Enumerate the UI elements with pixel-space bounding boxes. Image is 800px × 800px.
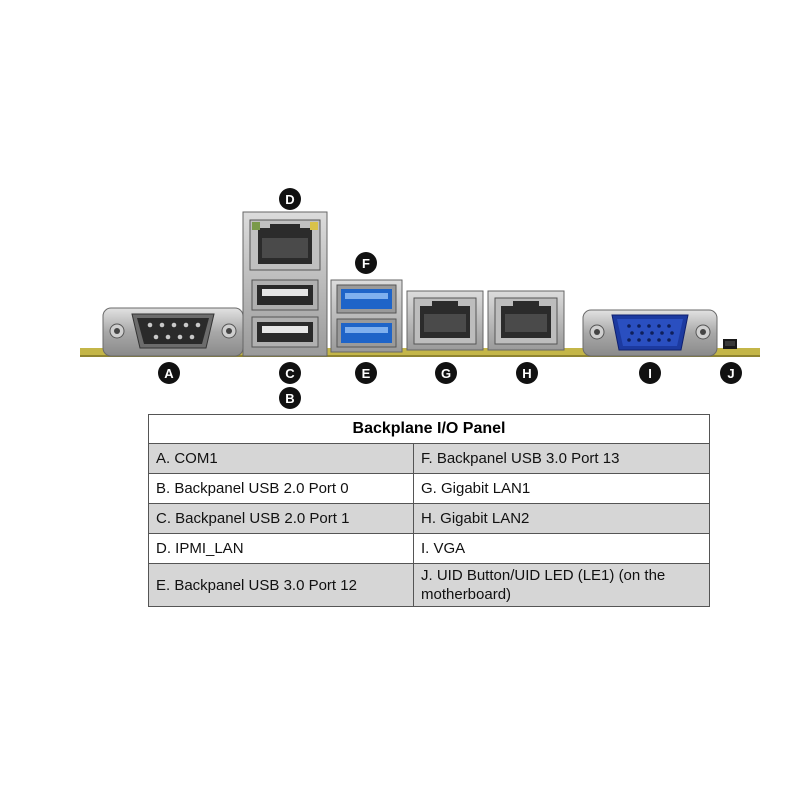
callout-badge-d: D	[279, 188, 301, 210]
legend-cell-b: B. Backpanel USB 2.0 Port 0	[148, 473, 414, 504]
legend-cell-d: D. IPMI_LAN	[148, 533, 414, 564]
callout-label-i: I	[648, 366, 652, 381]
callout-badge-f: F	[355, 252, 377, 274]
legend-row: D. IPMI_LAN I. VGA	[148, 533, 710, 564]
usb3-stack	[330, 279, 403, 353]
com1-port	[102, 307, 244, 357]
callout-badge-b: B	[279, 387, 301, 409]
uid-button	[723, 339, 737, 349]
legend-row: C. Backpanel USB 2.0 Port 1 H. Gigabit L…	[148, 503, 710, 534]
callout-label-b: B	[285, 391, 294, 406]
callout-badge-h: H	[516, 362, 538, 384]
callout-label-h: H	[522, 366, 531, 381]
legend-cell-h: H. Gigabit LAN2	[413, 503, 710, 534]
lan1-port	[406, 290, 484, 351]
legend-cell-f: F. Backpanel USB 3.0 Port 13	[413, 443, 710, 474]
legend-cell-c: C. Backpanel USB 2.0 Port 1	[148, 503, 414, 534]
callout-label-f: F	[362, 256, 370, 271]
io-panel-legend-table: Backplane I/O Panel A. COM1 F. Backpanel…	[148, 414, 710, 607]
lan2-port	[487, 290, 565, 351]
callout-label-e: E	[362, 366, 371, 381]
callout-badge-e: E	[355, 362, 377, 384]
callout-badge-g: G	[435, 362, 457, 384]
legend-cell-a: A. COM1	[148, 443, 414, 474]
callout-badge-a: A	[158, 362, 180, 384]
legend-row: E. Backpanel USB 3.0 Port 12 J. UID Butt…	[148, 563, 710, 607]
legend-cell-j: J. UID Button/UID LED (LE1) (on the moth…	[413, 563, 710, 607]
legend-cell-e: E. Backpanel USB 3.0 Port 12	[148, 563, 414, 607]
callout-label-g: G	[441, 366, 451, 381]
legend-row: B. Backpanel USB 2.0 Port 0 G. Gigabit L…	[148, 473, 710, 504]
motherboard-edge	[80, 348, 760, 357]
callout-label-d: D	[285, 192, 294, 207]
callout-label-c: C	[285, 366, 295, 381]
callout-label-j: J	[727, 366, 734, 381]
legend-cell-g: G. Gigabit LAN1	[413, 473, 710, 504]
motherboard-edge-shadow	[80, 355, 760, 357]
callout-label-a: A	[164, 366, 174, 381]
legend-cell-i: I. VGA	[413, 533, 710, 564]
ipmi-usb2-stack	[242, 211, 328, 357]
vga-port	[582, 309, 718, 357]
callout-badge-c: C	[279, 362, 301, 384]
callout-badge-j: J	[720, 362, 742, 384]
legend-row: A. COM1 F. Backpanel USB 3.0 Port 13	[148, 443, 710, 474]
callout-badge-i: I	[639, 362, 661, 384]
io-panel-diagram: A B C D E F G H I J	[80, 188, 760, 409]
legend-title: Backplane I/O Panel	[148, 414, 710, 444]
